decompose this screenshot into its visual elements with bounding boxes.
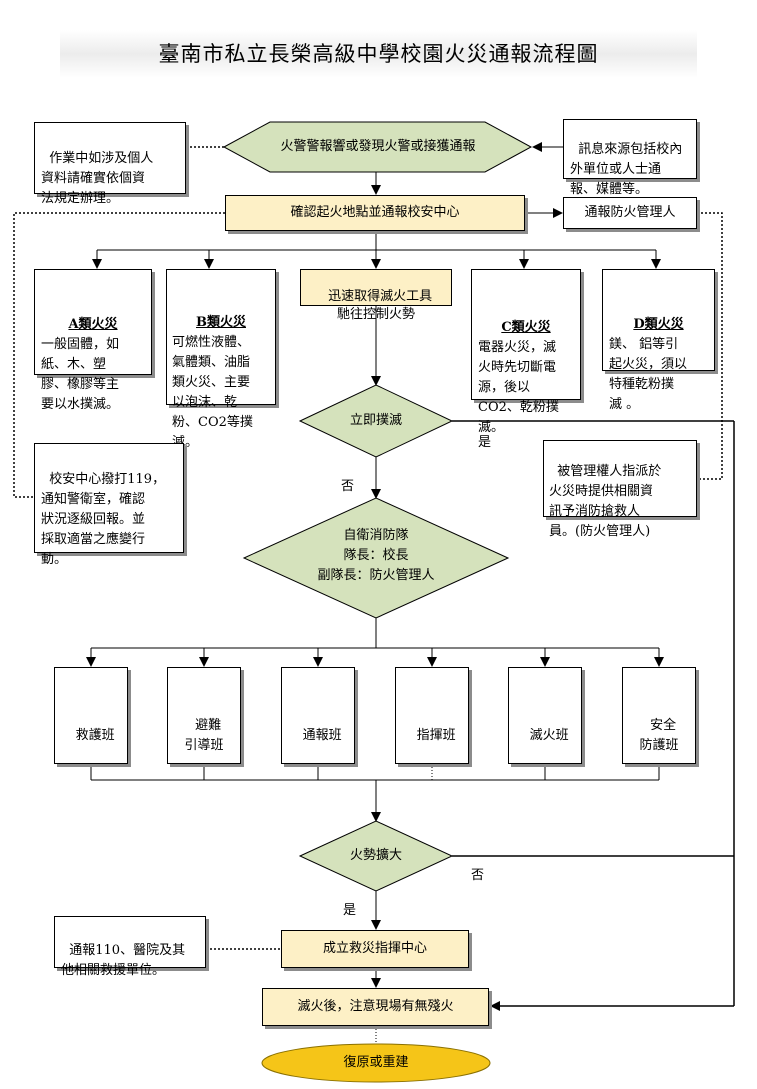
privacy-note-text: 作業中如涉及個人 資料請確實依個資 法規定辦理。 [41, 151, 154, 206]
spread-decision: 火勢擴大 [349, 848, 402, 863]
team-notification-label: 通報班 [302, 728, 342, 743]
fire-class-d-head: D類火災 [633, 317, 684, 332]
extinguish-decision: 立即撲滅 [349, 413, 402, 428]
extinguish-yes-label: 是 [478, 435, 492, 450]
fire-class-a: A類火災一般固體，如 紙、木、塑 膠、橡膠等主 要以水撲滅。 [34, 269, 152, 412]
confirm-step: 確認起火地點並通報校安中心 [225, 195, 525, 231]
fire-class-b: B類火災可燃性液體、 氣體類、油脂 類火災、主要 以泡沫、乾 粉、CO2等撲 滅… [166, 269, 276, 450]
source-note: 訊息來源包括校內 外單位或人士通 報、媒體等。 [563, 119, 697, 197]
fire-class-b-text: 可燃性液體、 氣體類、油脂 類火災、主要 以泡沫、乾 粉、CO2等撲 滅。 [172, 335, 253, 450]
brigade-line1: 自衛消防隊 [343, 528, 409, 543]
spread-no-label: 否 [471, 868, 485, 883]
extinguish-no-label: 否 [341, 479, 355, 494]
after-fire-step-text: 滅火後，注意現場有無殘火 [297, 999, 454, 1014]
fire-class-a-head: A類火災 [68, 317, 118, 332]
emergency-contact-note-text: 通報110、醫院及其 他相關救援單位。 [61, 943, 186, 978]
notify-manager-box: 通報防火管理人 [563, 197, 697, 229]
fire-class-b-head: B類火災 [196, 315, 246, 330]
tools-step: 迅速取得滅火工具 馳往控制火勢 [300, 269, 452, 322]
fire-class-a-text: 一般固體，如 紙、木、塑 膠、橡膠等主 要以水撲滅。 [41, 337, 120, 412]
command-center-step: 成立救災指揮中心 [281, 930, 469, 968]
team-evacuation: 避難 引導班 [167, 667, 241, 764]
brigade-line2: 隊長：校長 [343, 548, 409, 563]
tools-step-text: 迅速取得滅火工具 馳往控制火勢 [328, 289, 433, 322]
fire-class-d-text: 鎂、 鋁等引 起火災，須以 特種乾粉撲 滅 。 [609, 337, 688, 412]
manager-duty-note: 被管理權人指派於 火災時提供相關資 訊予消防搶救人 員。(防火管理人) [543, 440, 697, 539]
brigade-line3: 副隊長：防火管理人 [317, 568, 435, 583]
team-evacuation-label: 避難 引導班 [184, 718, 224, 753]
team-command-label: 指揮班 [416, 728, 456, 743]
privacy-note: 作業中如涉及個人 資料請確實依個資 法規定辦理。 [34, 122, 186, 206]
team-command: 指揮班 [395, 667, 469, 764]
title-background [60, 30, 697, 78]
team-rescue-label: 救護班 [75, 728, 115, 743]
restore-step: 復原或重建 [343, 1055, 409, 1070]
restore-oval-shape [261, 1043, 491, 1083]
confirm-step-text: 確認起火地點並通報校安中心 [290, 205, 460, 220]
fire-class-c: C類火災電器火災，滅 火時先切斷電 源，後以 CO2、乾粉撲 滅。 [471, 269, 581, 435]
spread-yes-label: 是 [343, 903, 357, 918]
after-fire-step: 滅火後，注意現場有無殘火 [262, 988, 489, 1026]
campus-security-note-text: 校安中心撥打119， 通知警衛室，確認 狀況逐級回報。並 採取適當之應變行 動。 [41, 472, 166, 567]
team-safety: 安全 防護班 [622, 667, 696, 764]
emergency-contact-note: 通報110、醫院及其 他相關救援單位。 [54, 916, 206, 978]
page-title: 臺南市私立長榮高級中學校園火災通報流程圖 [158, 42, 599, 66]
alarm-step: 火警警報響或發現火警或接獲通報 [280, 139, 476, 154]
team-notification: 通報班 [281, 667, 355, 764]
team-safety-label: 安全 防護班 [639, 718, 679, 753]
manager-duty-note-text: 被管理權人指派於 火災時提供相關資 訊予消防搶救人 員。(防火管理人) [549, 464, 662, 539]
fire-class-c-text: 電器火災，滅 火時先切斷電 源，後以 CO2、乾粉撲 滅。 [478, 340, 559, 435]
source-note-text: 訊息來源包括校內 外單位或人士通 報、媒體等。 [570, 142, 683, 197]
brigade-diamond-shape [242, 497, 510, 619]
command-center-step-text: 成立救災指揮中心 [322, 941, 427, 956]
notify-manager-text: 通報防火管理人 [584, 205, 676, 220]
alarm-diamond-shape [222, 121, 533, 173]
team-firefighting: 滅火班 [508, 667, 582, 764]
team-rescue: 救護班 [54, 667, 128, 764]
fire-class-d: D類火災鎂、 鋁等引 起火災，須以 特種乾粉撲 滅 。 [602, 269, 715, 412]
team-firefighting-label: 滅火班 [529, 728, 569, 743]
campus-security-note: 校安中心撥打119， 通知警衛室，確認 狀況逐級回報。並 採取適當之應變行 動。 [34, 443, 184, 567]
fire-class-c-head: C類火災 [501, 320, 551, 335]
